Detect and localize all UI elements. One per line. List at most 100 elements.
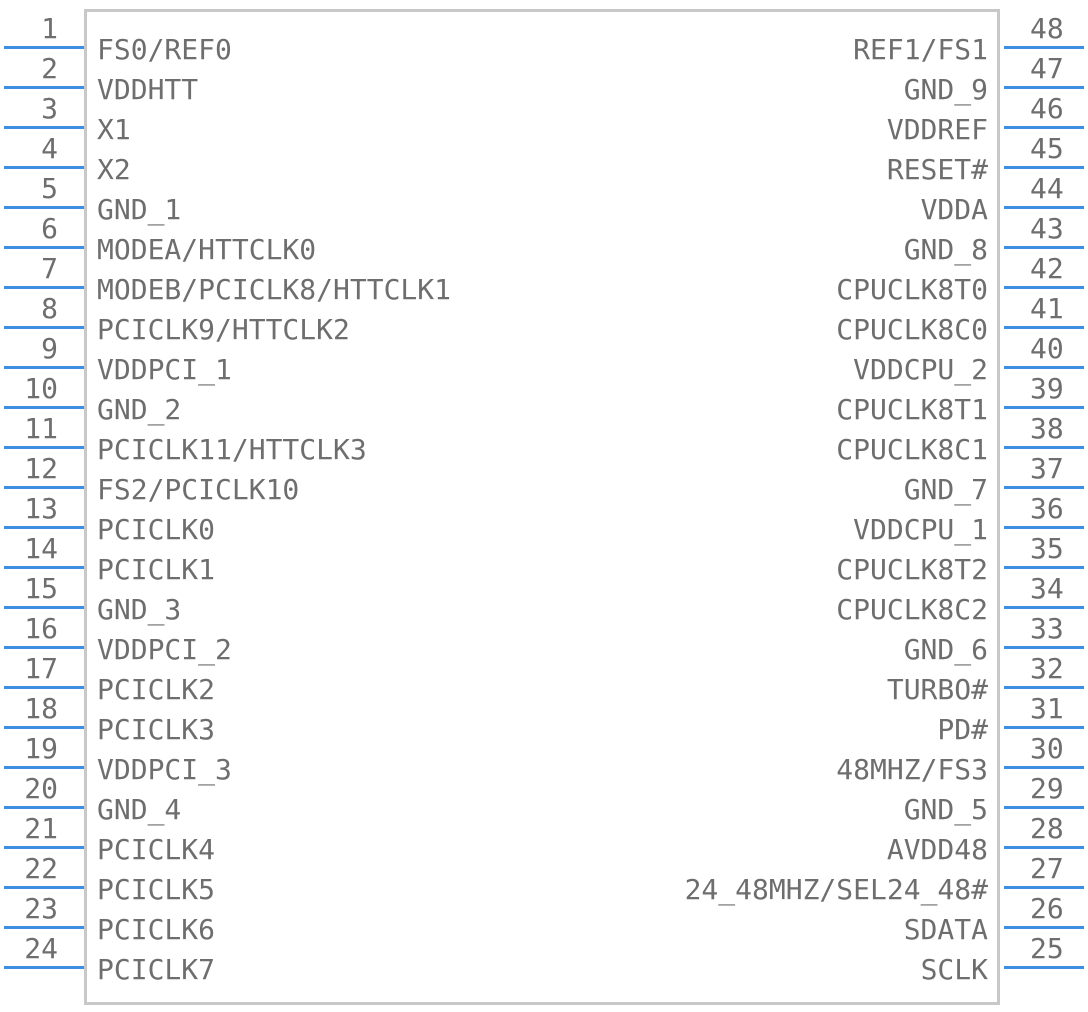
- pin-line-left: [4, 86, 84, 89]
- pin-number-left: 23: [24, 892, 58, 925]
- pin-number-right: 45: [1030, 132, 1064, 165]
- pin-number-right: 32: [1030, 652, 1064, 685]
- pin-number-left: 2: [41, 52, 58, 85]
- pin-line-left: [4, 686, 84, 689]
- pin-label-right: GND_6: [903, 633, 988, 666]
- pin-line-left: [4, 126, 84, 129]
- pin-number-right: 46: [1030, 92, 1064, 125]
- pin-number-right: 25: [1030, 932, 1064, 965]
- pin-number-left: 3: [41, 92, 58, 125]
- pin-label-left: MODEB/PCICLK8/HTTCLK1: [97, 273, 452, 306]
- pin-line-right: [1004, 566, 1084, 569]
- pin-number-left: 4: [41, 132, 58, 165]
- pin-number-right: 26: [1030, 892, 1064, 925]
- pin-label-right: RESET#: [886, 153, 988, 186]
- pin-number-left: 19: [24, 732, 58, 765]
- pin-label-right: VDDCPU_2: [853, 353, 988, 386]
- pin-line-left: [4, 806, 84, 809]
- pin-label-left: VDDPCI_3: [97, 753, 232, 786]
- pin-label-left: PCICLK3: [97, 713, 216, 746]
- pin-label-right: SDATA: [903, 913, 988, 946]
- pin-line-left: [4, 646, 84, 649]
- pin-number-right: 33: [1030, 612, 1064, 645]
- pin-label-right: VDDA: [920, 193, 988, 226]
- pin-line-left: [4, 766, 84, 769]
- pin-label-left: FS2/PCICLK10: [97, 473, 300, 506]
- pin-line-right: [1004, 126, 1084, 129]
- pin-label-right: 24_48MHZ/SEL24_48#: [684, 873, 988, 906]
- pin-line-left: [4, 926, 84, 929]
- pin-line-right: [1004, 446, 1084, 449]
- pin-label-right: CPUCLK8T2: [836, 553, 988, 586]
- pin-line-right: [1004, 86, 1084, 89]
- pin-number-right: 48: [1030, 12, 1064, 45]
- pin-line-right: [1004, 366, 1084, 369]
- pin-line-right: [1004, 646, 1084, 649]
- pin-line-right: [1004, 926, 1084, 929]
- pin-line-left: [4, 166, 84, 169]
- pin-label-left: GND_3: [97, 593, 182, 626]
- pin-label-right: CPUCLK8C0: [836, 313, 988, 346]
- pin-line-right: [1004, 886, 1084, 889]
- pin-number-left: 5: [41, 172, 58, 205]
- pin-number-right: 38: [1030, 412, 1064, 445]
- pin-label-right: TURBO#: [886, 673, 988, 706]
- pin-label-right: 48MHZ/FS3: [836, 753, 988, 786]
- pin-label-left: PCICLK6: [97, 913, 216, 946]
- pin-label-left: GND_1: [97, 193, 182, 226]
- pin-number-right: 36: [1030, 492, 1064, 525]
- pin-number-right: 35: [1030, 532, 1064, 565]
- pin-number-right: 42: [1030, 252, 1064, 285]
- pin-line-right: [1004, 526, 1084, 529]
- pin-label-right: CPUCLK8T1: [836, 393, 988, 426]
- pin-line-right: [1004, 46, 1084, 49]
- pin-line-left: [4, 606, 84, 609]
- pin-line-right: [1004, 486, 1084, 489]
- pin-label-right: CPUCLK8C2: [836, 593, 988, 626]
- pin-label-right: PD#: [937, 713, 988, 746]
- pin-label-right: VDDREF: [886, 113, 988, 146]
- pin-number-right: 39: [1030, 372, 1064, 405]
- pin-label-left: PCICLK11/HTTCLK3: [97, 433, 367, 466]
- pin-line-right: [1004, 966, 1084, 969]
- pin-label-left: MODEA/HTTCLK0: [97, 233, 317, 266]
- pin-number-right: 37: [1030, 452, 1064, 485]
- pin-number-left: 21: [24, 812, 58, 845]
- pin-line-right: [1004, 806, 1084, 809]
- pin-number-right: 47: [1030, 52, 1064, 85]
- pin-number-left: 22: [24, 852, 58, 885]
- pin-label-left: FS0/REF0: [97, 33, 232, 66]
- pin-number-left: 9: [41, 332, 58, 365]
- pin-label-right: GND_7: [903, 473, 988, 506]
- pin-label-right: GND_8: [903, 233, 988, 266]
- pin-label-right: VDDCPU_1: [853, 513, 988, 546]
- pin-label-left: VDDPCI_1: [97, 353, 232, 386]
- pin-label-left: PCICLK2: [97, 673, 216, 706]
- pin-line-right: [1004, 726, 1084, 729]
- pin-number-left: 12: [24, 452, 58, 485]
- pin-label-left: X1: [97, 113, 131, 146]
- pin-number-left: 8: [41, 292, 58, 325]
- pin-line-left: [4, 486, 84, 489]
- pin-number-right: 40: [1030, 332, 1064, 365]
- pin-line-left: [4, 846, 84, 849]
- pin-label-right: REF1/FS1: [853, 33, 988, 66]
- pin-number-right: 28: [1030, 812, 1064, 845]
- pin-number-right: 31: [1030, 692, 1064, 725]
- pin-line-left: [4, 966, 84, 969]
- pin-label-right: SCLK: [920, 953, 988, 986]
- pin-line-left: [4, 566, 84, 569]
- pin-label-right: CPUCLK8T0: [836, 273, 988, 306]
- pin-label-right: CPUCLK8C1: [836, 433, 988, 466]
- pin-number-left: 16: [24, 612, 58, 645]
- pin-label-right: GND_5: [903, 793, 988, 826]
- pin-label-right: AVDD48: [886, 833, 988, 866]
- pin-label-left: PCICLK0: [97, 513, 216, 546]
- pin-line-left: [4, 886, 84, 889]
- pin-number-left: 11: [24, 412, 58, 445]
- pin-line-left: [4, 286, 84, 289]
- pin-line-right: [1004, 846, 1084, 849]
- pin-line-left: [4, 46, 84, 49]
- pin-number-left: 15: [24, 572, 58, 605]
- pin-label-right: GND_9: [903, 73, 988, 106]
